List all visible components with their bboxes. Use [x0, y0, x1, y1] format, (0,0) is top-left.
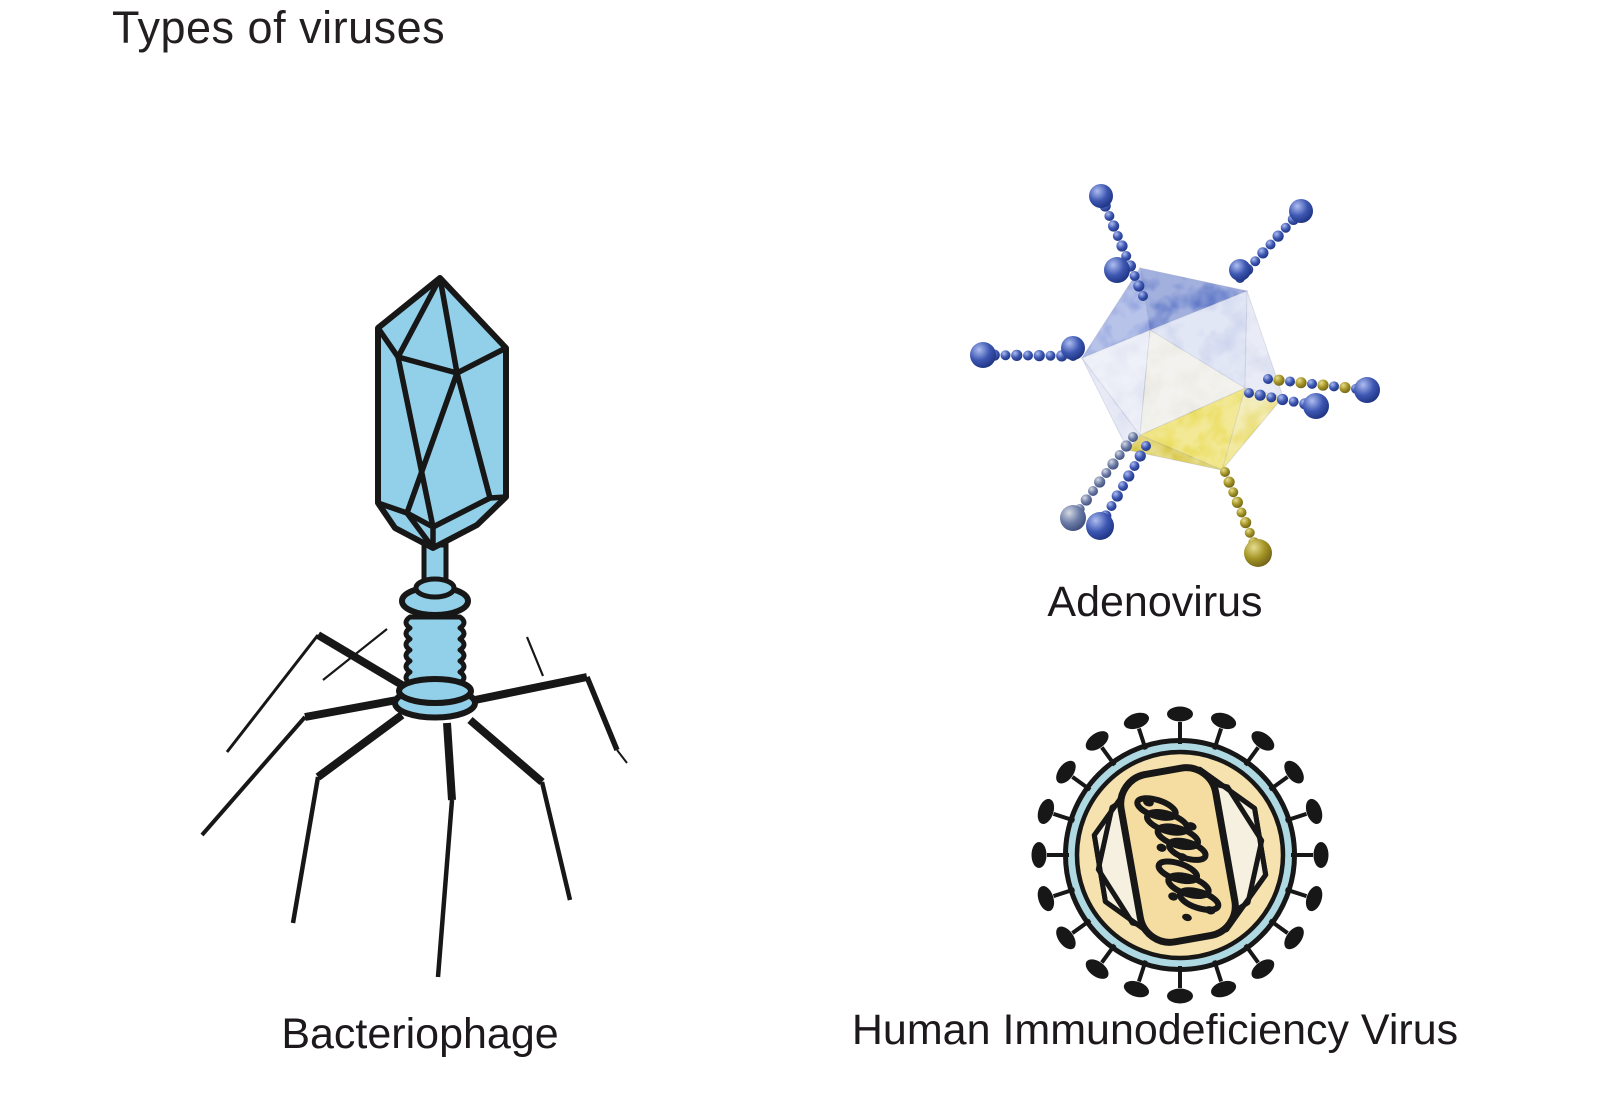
adeno-capsid-texture	[1082, 268, 1283, 470]
phage-tail-fibers	[304, 631, 588, 801]
adeno-penton-sphere	[1104, 257, 1130, 283]
adenovirus-figure	[930, 150, 1400, 590]
adeno-fibers	[970, 184, 1380, 567]
hiv-label: Human Immunodeficiency Virus	[851, 1006, 1459, 1054]
adenovirus-illustration	[970, 184, 1380, 567]
hiv-spikes	[1031, 706, 1329, 1004]
phage-far-fibers	[322, 628, 545, 681]
hiv-rna-coil	[1134, 795, 1222, 922]
hiv-figure	[1005, 688, 1355, 1023]
page-title: Types of viruses	[112, 2, 446, 53]
bacteriophage-figure	[150, 250, 670, 990]
phage-head	[375, 275, 509, 551]
hiv-illustration	[1031, 706, 1329, 1004]
adenovirus-label: Adenovirus	[1047, 578, 1263, 626]
bacteriophage-label: Bacteriophage	[281, 1010, 559, 1058]
bacteriophage-illustration	[200, 275, 628, 978]
